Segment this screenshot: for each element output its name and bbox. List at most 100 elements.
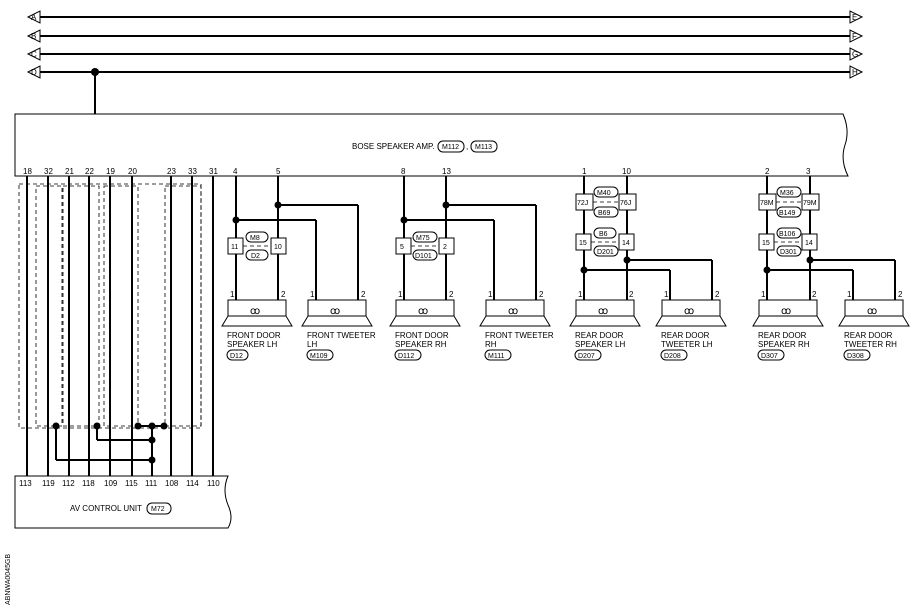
joint-pin-left: 78M — [760, 200, 774, 207]
bus-label-b: B — [31, 32, 36, 41]
av-pin: 113 — [19, 479, 32, 488]
speaker-label-line2: LH — [307, 340, 317, 349]
shield-pair-3 — [103, 185, 139, 427]
speaker-pin-2: 2 — [715, 290, 720, 299]
joint-pin-left: 72J — [577, 200, 588, 207]
amp-pin: 5 — [276, 167, 281, 176]
bus-label-e: E — [852, 13, 857, 22]
joint-connector-bottom: D101 — [415, 253, 432, 260]
av-control-unit: AV CONTROL UNIT M72 113 119 112 118 109 … — [14, 475, 232, 529]
av-pin: 119 — [42, 479, 55, 488]
speaker-connector-badge — [843, 349, 871, 361]
speaker-pin-2: 2 — [539, 290, 544, 299]
speaker-pin-2: 2 — [812, 290, 817, 299]
speaker-label-line2: SPEAKER RH — [395, 340, 447, 349]
speaker-connector: D112 — [398, 353, 414, 360]
amp-left-pins: 18 32 21 22 19 20 23 33 31 — [23, 167, 218, 176]
joint-connector-top: M8 — [250, 235, 260, 242]
speaker-pin-1: 1 — [578, 290, 583, 299]
speaker-label-line2: TWEETER LH — [661, 340, 713, 349]
joint-connector-bottom: D201 — [597, 249, 614, 256]
av-connector-badge — [146, 502, 172, 515]
amp-pin: 1 — [582, 167, 587, 176]
amp-pin: 3 — [806, 167, 811, 176]
shield-pair-4 — [164, 185, 202, 427]
joint-connector-bottom: D2 — [251, 253, 260, 260]
speaker-pin-2: 2 — [361, 290, 366, 299]
joint-pin-right: 79M — [803, 200, 817, 207]
speaker-pin-1: 1 — [847, 290, 852, 299]
svg-text:,: , — [466, 142, 468, 151]
joint-pin-right: 14 — [622, 240, 630, 247]
bus-label-g: G — [852, 50, 858, 59]
bus-lines: A E B F C G D H 11 — [26, 10, 864, 125]
joint-connector-top: B106 — [779, 231, 795, 238]
speaker-connector: D208 — [664, 353, 681, 360]
amp-pin: 22 — [85, 167, 94, 176]
speaker-connector: D12 — [230, 353, 243, 360]
av-connector: M72 — [151, 506, 165, 513]
speaker-connector-badge — [394, 349, 422, 361]
av-pin: 118 — [82, 479, 95, 488]
av-pin: 110 — [207, 479, 220, 488]
bus-label-a: A — [31, 13, 37, 22]
amp-pin: 21 — [65, 167, 74, 176]
amp-pin: 8 — [401, 167, 406, 176]
figure-code: ABNWA0045GB — [5, 554, 12, 605]
coil-symbol: ꝏ — [684, 306, 694, 317]
speaker-label-line1: REAR DOOR — [575, 331, 624, 340]
joint-pin-right: 76J — [620, 200, 631, 207]
speaker-label-line1: FRONT DOOR — [395, 331, 449, 340]
av-title: AV CONTROL UNIT — [70, 504, 142, 513]
joint-pin-left: 15 — [579, 240, 587, 247]
bus-line-a: A E — [26, 10, 864, 24]
rear-lh-wiring: M40 B69 72J 76J B6 D201 15 14 — [575, 176, 713, 300]
speaker-connector-badge — [226, 349, 249, 361]
speaker-pin-1: 1 — [488, 290, 493, 299]
av-pin: 115 — [125, 479, 138, 488]
joint-connector-bottom: D301 — [780, 249, 797, 256]
speaker-pin-1: 1 — [664, 290, 669, 299]
speaker-label-line2: SPEAKER RH — [758, 340, 810, 349]
coil-symbol: ꝏ — [781, 306, 791, 317]
amp-pin: 13 — [442, 167, 451, 176]
amp-connector-badge-1 — [437, 140, 465, 153]
speaker-connector-badge — [484, 349, 512, 361]
speaker-connector: D308 — [847, 353, 864, 360]
bose-speaker-amp: BOSE SPEAKER AMP. M112 , M113 — [14, 113, 849, 177]
speaker-label-line1: FRONT DOOR — [227, 331, 281, 340]
speaker-label-line1: REAR DOOR — [661, 331, 710, 340]
speaker-label-line2: SPEAKER LH — [227, 340, 277, 349]
speaker-pin-2: 2 — [449, 290, 454, 299]
amp-pin: 10 — [622, 167, 631, 176]
bus-label-h: H — [852, 68, 858, 77]
av-pin: 108 — [165, 479, 179, 488]
bus-line-b: B F — [26, 29, 864, 43]
amp-pin: 2 — [765, 167, 770, 176]
speaker-pin-1: 1 — [310, 290, 315, 299]
amp-pin: 18 — [23, 167, 32, 176]
speaker-pin-2: 2 — [281, 290, 286, 299]
speaker-connector: M109 — [310, 353, 328, 360]
av-pin: 109 — [104, 479, 118, 488]
speaker-connector-badge — [660, 349, 688, 361]
amp-pin: 19 — [106, 167, 115, 176]
speaker-connector-badge — [757, 349, 785, 361]
amp-pin: 31 — [209, 167, 218, 176]
speaker-label-line1: REAR DOOR — [844, 331, 893, 340]
av-signal-wiring — [18, 176, 214, 476]
speaker-pin-2: 2 — [629, 290, 634, 299]
amp-connector-2: M113 — [475, 144, 492, 151]
amp-speaker-pins: 4 5 8 13 1 10 2 3 — [233, 167, 811, 176]
front-lh-wiring: M8 D2 11 10 — [227, 176, 359, 300]
bus-line-d: D H — [26, 65, 864, 79]
amp-pin: 33 — [188, 167, 197, 176]
coil-symbol: ꝏ — [867, 306, 877, 317]
coil-symbol: ꝏ — [330, 306, 340, 317]
joint-pin-right: 14 — [805, 240, 813, 247]
coil-symbol: ꝏ — [508, 306, 518, 317]
